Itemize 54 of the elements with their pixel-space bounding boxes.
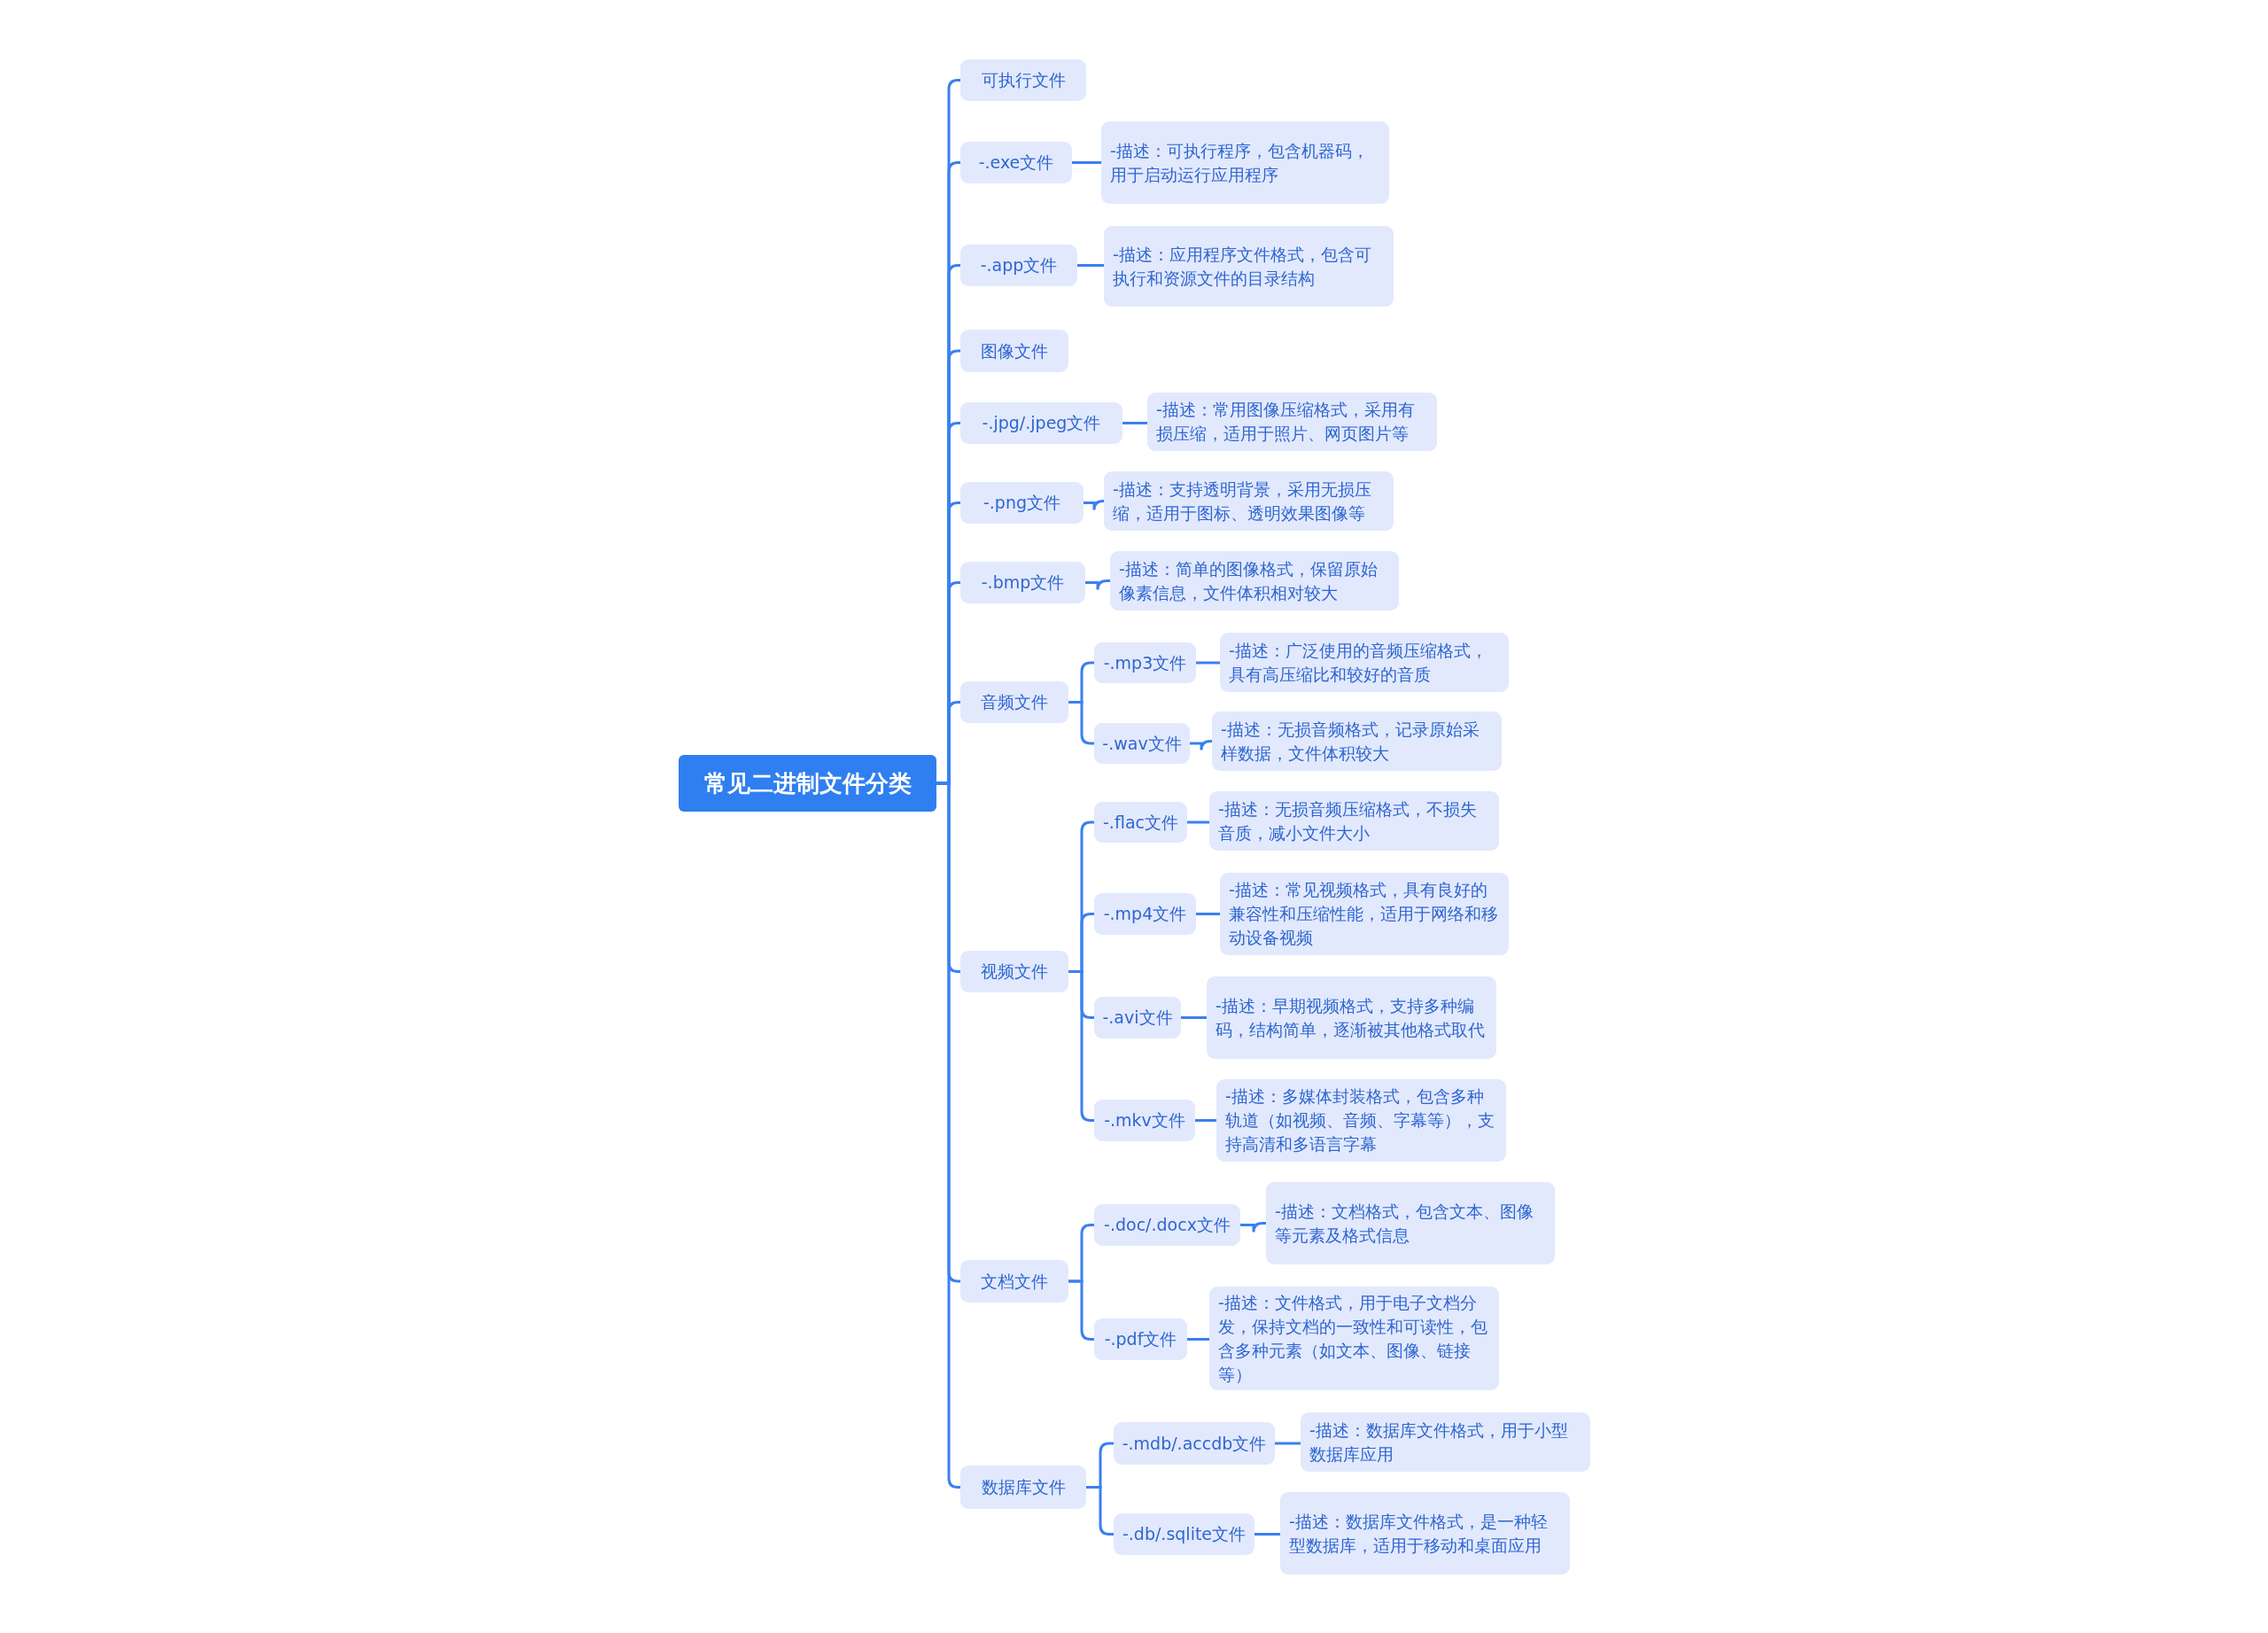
topic-box: -.mdb/.accdb文件: [1114, 1422, 1275, 1465]
connector-line: [1181, 1016, 1207, 1019]
description-box: -描述：无损音频格式，记录原始采样数据，文件体积较大: [1212, 712, 1502, 771]
connector-line: [1195, 1119, 1216, 1122]
topic-box: 数据库文件: [960, 1466, 1086, 1509]
connector-line: [1190, 740, 1213, 751]
description-box: -描述：常用图像压缩格式，采用有损压缩，适用于照片、网页图片等: [1147, 393, 1437, 451]
topic-box: -.avi文件: [1094, 997, 1181, 1038]
connector-line: [1084, 500, 1105, 511]
description-box: -描述：文档格式，包含文本、图像等元素及格式信息: [1266, 1182, 1555, 1264]
connector-line: [1077, 264, 1104, 267]
topic-box: 视频文件: [960, 951, 1068, 992]
topic-box: -.bmp文件: [960, 562, 1085, 603]
description-box: -描述：无损音频压缩格式，不损失音质，减小文件大小: [1209, 791, 1499, 851]
description-box: -描述：简单的图像格式，保留原始像素信息，文件体积相对较大: [1110, 551, 1399, 610]
topic-box: -.db/.sqlite文件: [1114, 1513, 1254, 1555]
topic-box: 图像文件: [960, 330, 1068, 372]
connector-line: [1196, 661, 1220, 665]
connector-line: [1196, 913, 1220, 915]
topic-box: 文档文件: [960, 1260, 1068, 1303]
topic-box: -.mp3文件: [1094, 642, 1196, 683]
description-box: -描述：早期视频格式，支持多种编码，结构简单，逐渐被其他格式取代: [1207, 976, 1496, 1059]
topic-box: -.mkv文件: [1094, 1100, 1195, 1141]
topic-box: -.jpg/.jpeg文件: [960, 402, 1122, 444]
description-box: -描述：文件格式，用于电子文档分发，保持文档的一致性和可读性，包含多种元素（如文本、图像、链接等）: [1209, 1287, 1499, 1390]
connector-line: [1068, 701, 1094, 745]
connector-line: [1085, 579, 1110, 591]
description-box: -描述：应用程序文件格式，包含可执行和资源文件的目录结构: [1104, 226, 1394, 307]
topic-box: -.png文件: [960, 482, 1084, 524]
topic-box: -.pdf文件: [1094, 1318, 1187, 1360]
description-box: -描述：可执行程序，包含机器码，用于启动运行应用程序: [1101, 121, 1389, 204]
topic-box: -.doc/.docx文件: [1094, 1204, 1240, 1246]
description-box: -描述：支持透明背景，采用无损压缩，适用于图标、透明效果图像等: [1104, 471, 1394, 531]
topic-box: -.mp4文件: [1094, 893, 1196, 935]
description-box: -描述：多媒体封装格式，包含多种轨道（如视频、音频、字幕等），支持高清和多语言字幕: [1216, 1079, 1506, 1162]
connector-line: [1254, 1533, 1280, 1536]
topic-box: 可执行文件: [960, 59, 1086, 101]
description-box: -描述：常见视频格式，具有良好的兼容性和压缩性能，适用于网络和移动设备视频: [1220, 873, 1509, 955]
connector-line: [1122, 422, 1147, 424]
topic-box: -.wav文件: [1094, 723, 1190, 764]
connector-line: [1240, 1222, 1266, 1233]
topic-box: -.exe文件: [960, 142, 1072, 183]
root-topic-box: 常见二进制文件分类: [679, 755, 936, 812]
topic-box: -.app文件: [960, 245, 1077, 286]
connector-line: [1086, 1486, 1114, 1536]
connector-line: [1187, 820, 1209, 824]
connector-line: [1275, 1442, 1301, 1445]
connector-line: [1072, 161, 1101, 164]
description-box: -描述：数据库文件格式，是一种轻型数据库，适用于移动和桌面应用: [1280, 1492, 1570, 1575]
description-box: -描述：广泛使用的音频压缩格式，具有高压缩比和较好的音质: [1220, 633, 1509, 692]
connector-line: [1187, 1338, 1209, 1341]
topic-box: -.flac文件: [1094, 802, 1187, 843]
topic-box: 音频文件: [960, 681, 1068, 723]
description-box: -描述：数据库文件格式，用于小型数据库应用: [1301, 1412, 1590, 1472]
